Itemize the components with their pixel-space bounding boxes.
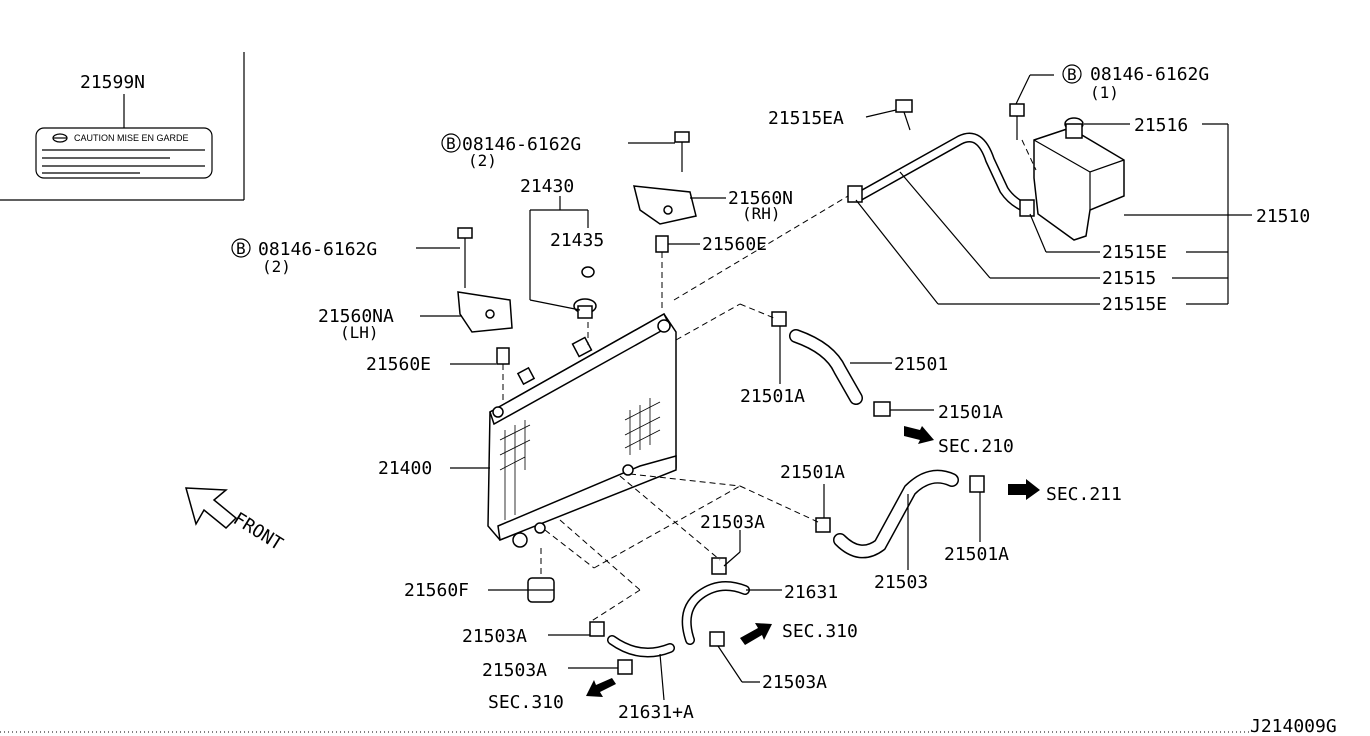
part-label-21435: 21435 <box>550 230 604 251</box>
caution-label-sticker <box>35 127 213 179</box>
part-label-21501A: 21501A <box>780 462 845 483</box>
bolt-icon <box>457 227 473 239</box>
part-qty: (2) <box>262 257 291 276</box>
part-label-21400: 21400 <box>378 458 432 479</box>
part-label-21515: 21515 <box>1102 268 1156 289</box>
sec210-arrow-icon <box>904 426 934 444</box>
bolt-callout-top: B 08146-6162G (2) <box>441 133 581 170</box>
cap-seal-icon <box>581 266 595 278</box>
hose-clip-icon <box>895 99 913 113</box>
bolt-callout-tank: B 08146-6162G (1) <box>1062 64 1209 102</box>
sec211-arrow-icon <box>1008 479 1040 500</box>
front-indicator: FRONT <box>184 487 287 555</box>
b-symbol-text: B <box>236 239 246 258</box>
part-label-21503A: 21503A <box>700 512 765 533</box>
heater-hose-a <box>544 485 741 697</box>
reservoir-tank <box>1009 103 1125 241</box>
hose-clamp-icon <box>711 557 727 575</box>
part-label-21515E: 21515E <box>1102 242 1167 263</box>
upper-hose <box>675 303 934 444</box>
hose-clamp-icon <box>847 185 863 203</box>
part-label-21501A: 21501A <box>944 544 1009 565</box>
bracket-lh <box>457 227 513 405</box>
front-arrow-icon <box>184 487 238 530</box>
part-label-21430: 21430 <box>520 176 574 197</box>
part-label-21560NA: 21560NA <box>318 306 394 327</box>
part-label-21515EA: 21515EA <box>768 108 844 129</box>
part-label-21560E: 21560E <box>702 234 767 255</box>
radiator-cap <box>529 196 597 345</box>
caution-label-inset: 21599N CAUTION MISE EN GARDE <box>0 52 245 201</box>
overflow-hose <box>673 99 1035 301</box>
part-side-rh: (RH) <box>742 204 781 223</box>
bolt-callout-left: B 08146-6162G (2) <box>231 238 377 276</box>
part-label-21631A: 21631+A <box>618 702 694 723</box>
bolt-icon <box>674 131 690 143</box>
part-label-08146-6162G: 08146-6162G <box>462 134 581 155</box>
hose-clamp-icon <box>815 517 831 533</box>
caution-label-text: CAUTION MISE EN GARDE <box>74 133 189 143</box>
part-label-21503A: 21503A <box>762 672 827 693</box>
hose-clamp-icon <box>873 401 891 417</box>
hose-clamp-icon <box>617 659 633 675</box>
hose-clamp-icon <box>709 631 725 647</box>
part-label-21516: 21516 <box>1134 115 1188 136</box>
part-label-21560F: 21560F <box>404 580 469 601</box>
bushing-icon <box>655 235 669 253</box>
part-label-21560N: 21560N <box>728 188 793 209</box>
b-symbol-icon <box>441 133 461 153</box>
sec310-left-arrow-icon <box>586 678 616 697</box>
part-label-21631: 21631 <box>784 582 838 603</box>
leader-lines <box>416 74 1252 701</box>
b-symbol-text: B <box>446 134 456 153</box>
hose-clamp-icon <box>969 475 985 493</box>
part-label-08146-6162G: 08146-6162G <box>1090 64 1209 85</box>
part-label-08146-6162G: 08146-6162G <box>258 239 377 260</box>
sec-210-label: SEC.210 <box>938 436 1014 457</box>
part-label-21510: 21510 <box>1256 206 1310 227</box>
front-label: FRONT <box>229 508 286 555</box>
part-label-21599N: 21599N <box>80 72 145 93</box>
part-label-21501A: 21501A <box>740 386 805 407</box>
diagram-code: J214009G <box>1250 716 1337 736</box>
part-label-21515E: 21515E <box>1102 294 1167 315</box>
heater-hose <box>619 475 772 647</box>
hose-clamp-icon <box>771 311 787 327</box>
hose-clamp-icon <box>1019 199 1035 217</box>
b-symbol-text: B <box>1067 65 1077 84</box>
part-qty: (2) <box>468 151 497 170</box>
lower-mount <box>527 548 555 603</box>
radiator <box>487 312 677 548</box>
part-label-21503A: 21503A <box>482 660 547 681</box>
bushing-icon <box>496 347 510 365</box>
part-label-21560E: 21560E <box>366 354 431 375</box>
lower-hose <box>629 469 1040 559</box>
part-label-21501: 21501 <box>894 354 948 375</box>
sec310-right-arrow-icon <box>740 623 772 645</box>
part-qty: (1) <box>1090 83 1119 102</box>
hose-clamp-icon <box>589 621 605 637</box>
bracket-rh <box>633 131 697 312</box>
sec-310-label: SEC.310 <box>782 621 858 642</box>
part-side-lh: (LH) <box>340 323 379 342</box>
sec-310-label: SEC.310 <box>488 692 564 713</box>
part-label-21501A: 21501A <box>938 402 1003 423</box>
b-symbol-icon <box>1062 64 1082 84</box>
part-label-21503A: 21503A <box>462 626 527 647</box>
part-label-21503: 21503 <box>874 572 928 593</box>
bolt-icon <box>1009 103 1025 117</box>
sec-211-label: SEC.211 <box>1046 484 1122 505</box>
b-symbol-icon <box>231 238 251 258</box>
